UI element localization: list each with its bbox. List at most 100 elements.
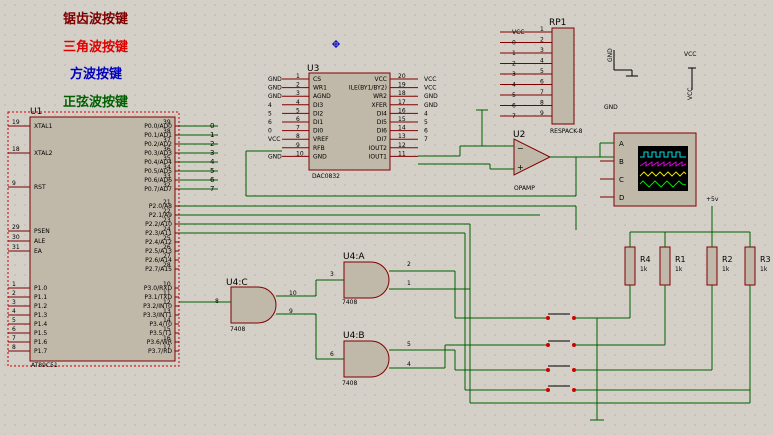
u3-right-pin-name: VCC: [375, 76, 387, 83]
u1-p0-net-label: 2: [210, 140, 214, 148]
u1-p0-net-label: 5: [210, 167, 214, 175]
u4a-and-gate[interactable]: U4:A 7408 3 2 1: [330, 252, 411, 306]
gnd-symbol-rp: [613, 50, 638, 77]
u1-right-pin-name: P0.1/AD1: [144, 132, 172, 139]
rp1-pin-num: 6: [540, 79, 544, 86]
rp1-pin-num: 2: [540, 37, 544, 44]
u3-part: DAC0832: [312, 173, 340, 180]
scope-trace-tri: [639, 171, 687, 177]
vcc-label-top: VCC: [684, 51, 696, 58]
u1-left-pin-num: 4: [12, 308, 16, 315]
u1-microcontroller[interactable]: U1 AT89C51 19XTAL118XTAL29RST29PSEN30ALE…: [7, 107, 218, 369]
u1-right-pin-num: 35: [163, 155, 171, 162]
u1-left-pin-name: EA: [34, 248, 43, 255]
u1-right-pin-name: P3.2/INT0: [143, 303, 172, 310]
u1-right-pin-name: P0.6/AD6: [144, 177, 172, 184]
crosshair-marker: [332, 40, 340, 48]
u1-left-pin-name: P1.4: [34, 321, 47, 328]
u1-right-pin-num: 16: [163, 335, 171, 342]
u1-right-pin-name: P0.3/AD3: [144, 150, 172, 157]
u1-right-pin-num: 27: [163, 253, 171, 260]
resistor-body[interactable]: [706, 246, 718, 286]
u3-left-pin-num: 7: [296, 125, 300, 132]
scope-trace-saw: [639, 161, 687, 167]
u1-right-pin-name: P3.0/RXD: [144, 285, 172, 292]
u3-right-pin-num: 17: [398, 99, 406, 106]
u1-right-pin-name: P2.5/A13: [145, 248, 172, 255]
u4a-part: 7408: [342, 299, 357, 306]
u4c-ref: U4:C: [226, 278, 248, 288]
u1-right-pin-name: P3.5/T1: [149, 330, 172, 337]
u1-left-pin-name: PSEN: [34, 228, 50, 235]
u3-right-pin-num: 15: [398, 116, 406, 123]
switch-contact: [572, 388, 576, 392]
u3-right-net: 7: [424, 136, 428, 143]
u4b-and-gate[interactable]: U4:B 7408 6 5 4: [330, 331, 411, 387]
u3-left-pin-name: VREF: [313, 136, 329, 143]
u2-opamp[interactable]: − + U2 OPAMP: [513, 130, 552, 192]
u1-right-pin-num: 15: [163, 326, 171, 333]
rp1-net-label: 6: [512, 103, 516, 110]
u1-right-pin-num: 23: [163, 217, 171, 224]
u3-left-pin-name: WR1: [313, 85, 327, 92]
u4b-pin5: 5: [407, 341, 411, 348]
rp1-net-label: 1: [512, 50, 516, 57]
u3-left-pin-num: 6: [296, 116, 300, 123]
rp1-part: RESPACK-8: [550, 128, 583, 135]
u1-right-pin-num: 21: [163, 199, 171, 206]
u4a-pin2: 2: [407, 261, 411, 268]
u3-left-net: GND: [268, 93, 282, 100]
u4b-part: 7408: [342, 380, 357, 387]
resistor-body[interactable]: [744, 246, 756, 286]
u1-right-pin-name: P0.4/AD4: [144, 159, 172, 166]
u1-left-pin-name: P1.6: [34, 339, 47, 346]
rp1-pin-num: 4: [540, 58, 544, 65]
u3-right-net: 4: [424, 110, 428, 117]
u3-left-pin-num: 3: [296, 90, 300, 97]
u1-left-pin-num: 7: [12, 335, 16, 342]
scope-trace-square: [640, 151, 686, 158]
label-triangle-key: 三角波按键: [63, 40, 129, 55]
rp1-net-label: 2: [512, 61, 516, 68]
u1-right-pin-num: 32: [163, 182, 171, 189]
u4c-and-gate[interactable]: U4:C 7408 8 10 9: [215, 278, 297, 333]
u1-right-pin-num: 26: [163, 244, 171, 251]
u4a-pin1: 1: [407, 280, 411, 287]
u1-right-pin-num: 13: [163, 308, 171, 315]
u1-left-pin-name: XTAL2: [34, 150, 53, 157]
u1-right-pin-num: 11: [163, 290, 171, 297]
u4a-ref: U4:A: [343, 252, 365, 262]
switch-contact: [572, 368, 576, 372]
u3-right-pin-num: 16: [398, 107, 406, 114]
switch-contact: [572, 316, 576, 320]
resistor-value: 1k: [722, 266, 730, 273]
u1-left-pin-name: P1.2: [34, 303, 47, 310]
switch-contact: [546, 368, 550, 372]
plus5v-label: +5v: [706, 196, 719, 203]
u3-left-net: GND: [268, 85, 282, 92]
u3-right-net: 5: [424, 119, 428, 126]
resistor-body[interactable]: [624, 246, 636, 286]
u3-right-net: VCC: [424, 85, 436, 92]
rp1-ref: RP1: [549, 18, 566, 28]
u3-left-pin-num: 1: [296, 73, 300, 80]
switch-contact: [572, 343, 576, 347]
u3-right-net: VCC: [424, 76, 436, 83]
rp1-net-label: VCC: [512, 29, 524, 36]
u1-right-pin-num: 24: [163, 226, 171, 233]
u3-left-net: GND: [268, 76, 282, 83]
rp1-net-label: 0: [512, 40, 516, 47]
u1-left-pin-num: 8: [12, 344, 16, 351]
u1-ref: U1: [30, 107, 42, 117]
u2-ref: U2: [513, 130, 525, 140]
u1-left-pin-num: 31: [12, 244, 20, 251]
rp1-pin-num: 3: [540, 47, 544, 54]
resistor-body[interactable]: [659, 246, 671, 286]
u1-right-pin-num: 37: [163, 137, 171, 144]
scope-channel-label: A: [619, 140, 624, 148]
